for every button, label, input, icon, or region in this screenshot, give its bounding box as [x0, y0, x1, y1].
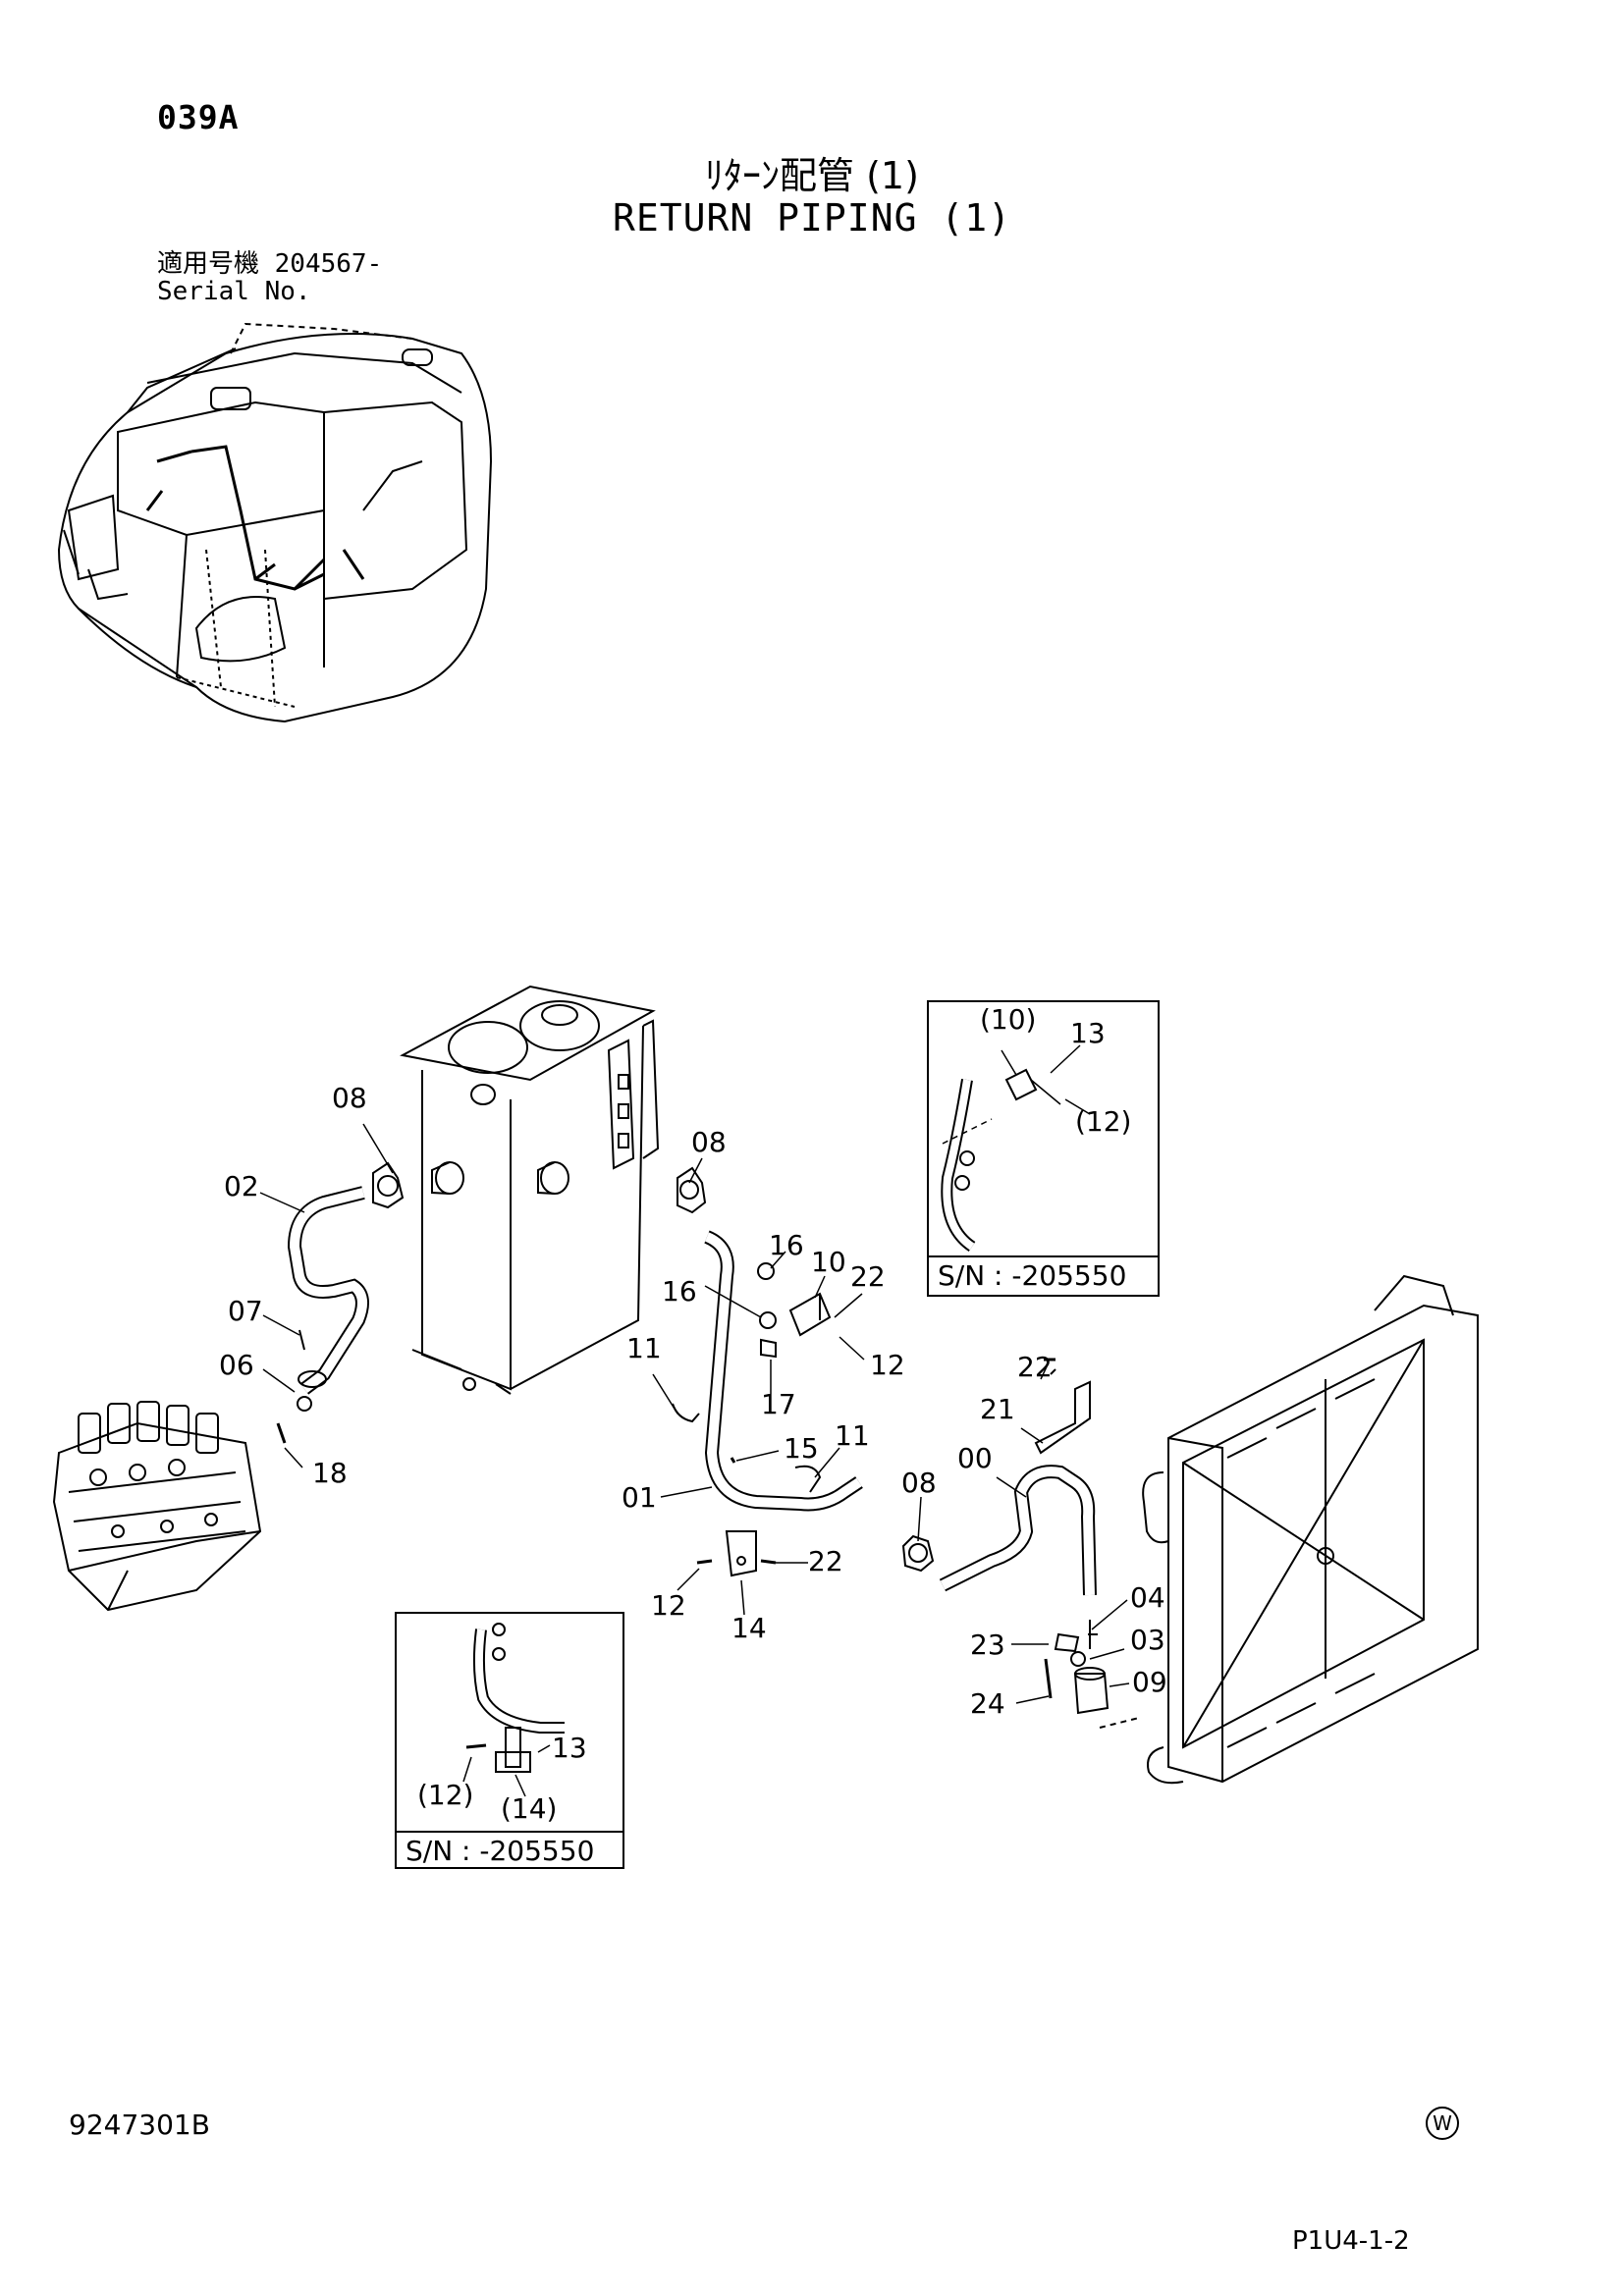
serial-applicability: 適用号機 204567- Serial No. — [157, 250, 382, 305]
callout-24: 24 — [970, 1687, 1005, 1720]
callout-02: 02 — [224, 1170, 259, 1202]
serial-label-jp: 適用号機 204567- — [157, 249, 383, 279]
inset-bottom-callout-13: 13 — [552, 1732, 587, 1764]
callout-22-a: 22 — [850, 1260, 886, 1293]
leader-lines — [259, 1123, 1130, 1704]
control-valve-drawing — [52, 1401, 262, 1612]
inset-bottom — [395, 1612, 624, 1869]
inset-top-callout-13: 13 — [1070, 1017, 1106, 1049]
callout-labels-inset-top: (10) 13 (12) S/N : -205550 — [938, 1003, 1131, 1292]
document-number: 9247301B — [69, 2109, 210, 2141]
title-english: RETURN PIPING (1) — [613, 196, 1011, 240]
inset-top-callout-12: (12) — [1075, 1105, 1131, 1138]
callout-10: 10 — [811, 1246, 846, 1278]
oil-cooler-drawing — [1142, 1274, 1479, 1785]
w-symbol-icon: W — [1426, 2107, 1459, 2140]
callout-08-b: 08 — [691, 1126, 727, 1158]
callout-08-c: 08 — [901, 1467, 937, 1499]
callout-11-a: 11 — [626, 1332, 662, 1364]
pipe-01-drawing — [672, 1166, 863, 1512]
inset-top-callout-10: (10) — [980, 1003, 1036, 1036]
callout-12-a: 12 — [870, 1349, 905, 1381]
callout-23: 23 — [970, 1629, 1005, 1661]
callout-11-b: 11 — [835, 1419, 870, 1452]
inset-top-serial: S/N : -205550 — [938, 1259, 1126, 1292]
callout-14: 14 — [731, 1612, 767, 1644]
callout-16-a: 16 — [769, 1229, 804, 1261]
inset-bottom-callout-12: (12) — [417, 1779, 473, 1811]
callout-21: 21 — [980, 1393, 1015, 1425]
callout-15: 15 — [784, 1432, 819, 1465]
callout-12-b: 12 — [651, 1589, 686, 1622]
callout-16-b: 16 — [662, 1275, 697, 1308]
callout-17: 17 — [761, 1388, 796, 1420]
callout-labels-main: 08 02 07 06 18 08 16 10 22 16 12 17 11 1… — [219, 1082, 1167, 1720]
inset-top — [927, 1000, 1160, 1297]
callout-03: 03 — [1130, 1624, 1165, 1656]
callout-22-c: 22 — [1017, 1351, 1053, 1383]
page-code: 039A — [157, 98, 240, 136]
bracket-10-drawing — [788, 1292, 832, 1337]
callout-01: 01 — [622, 1481, 657, 1514]
page-reference: P1U4-1-2 — [1292, 2226, 1410, 2256]
machine-overview-drawing — [57, 322, 493, 723]
callout-07: 07 — [228, 1295, 263, 1327]
hydraulic-tank-drawing — [400, 985, 660, 1395]
callout-04: 04 — [1130, 1581, 1165, 1614]
hose-02-drawing — [287, 1161, 405, 1395]
callout-18: 18 — [312, 1457, 348, 1489]
callout-09: 09 — [1132, 1666, 1167, 1698]
title-japanese: ﾘﾀｰﾝ配管 (1) — [705, 154, 919, 197]
inset-bottom-callout-14: (14) — [501, 1792, 557, 1825]
callout-22-b: 22 — [808, 1545, 843, 1577]
callout-00: 00 — [957, 1442, 993, 1474]
small-parts-drawing — [276, 1262, 1140, 1729]
serial-label-en: Serial No. — [157, 277, 311, 306]
inset-bottom-serial: S/N : -205550 — [406, 1835, 594, 1867]
bracket-21-drawing — [1034, 1368, 1091, 1455]
bracket-14-drawing — [725, 1530, 757, 1577]
callout-08-a: 08 — [332, 1082, 367, 1114]
callout-labels-inset-bottom: 13 (12) (14) S/N : -205550 — [406, 1732, 594, 1867]
callout-06: 06 — [219, 1349, 254, 1381]
hose-00-drawing — [901, 1465, 1110, 1715]
